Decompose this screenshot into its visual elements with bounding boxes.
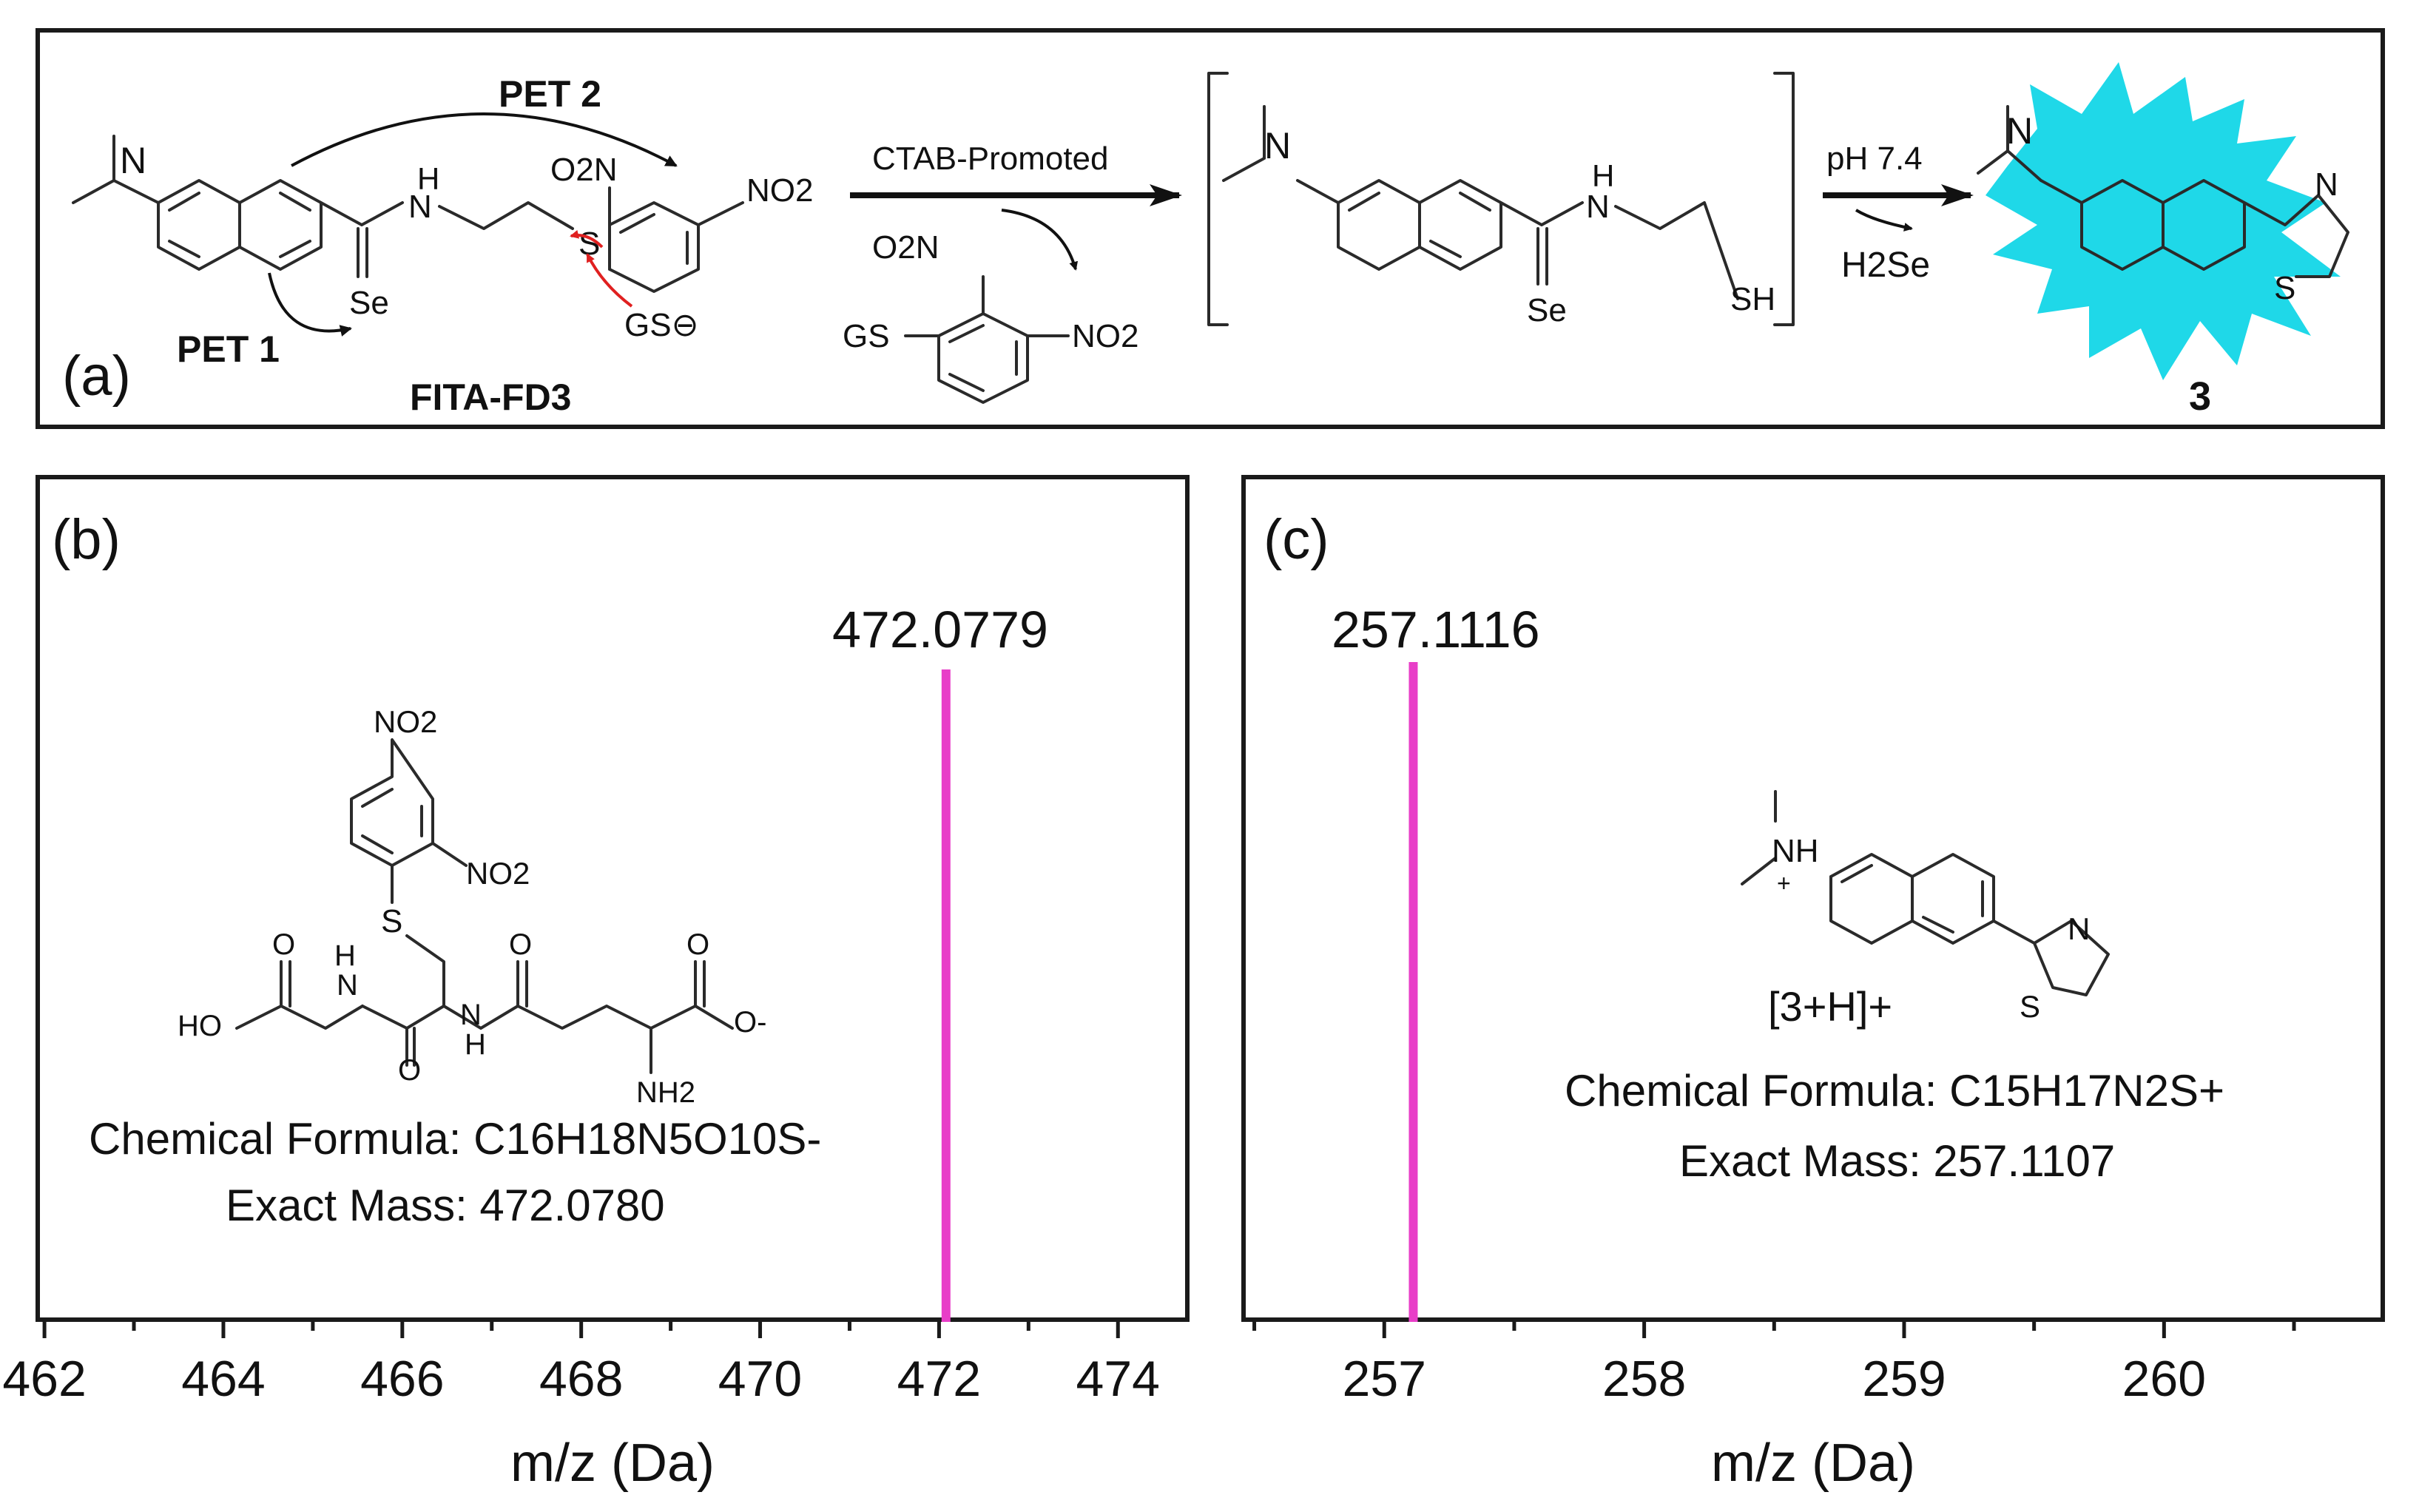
nme2-bonds xyxy=(72,135,160,204)
nitro-bonds xyxy=(608,186,744,226)
leaving-arrow xyxy=(570,229,604,249)
intermediate-structure: N Se N H SH xyxy=(1222,105,1775,328)
x-tick-label: 464 xyxy=(181,1351,265,1407)
int-ring-2 xyxy=(1418,179,1502,271)
x-tick-label: 466 xyxy=(360,1351,444,1407)
product-label: 3 xyxy=(2189,374,2211,419)
byproduct-o2n: O2N xyxy=(872,229,939,266)
prod-ring-2 xyxy=(2162,179,2246,271)
x-tick-label: 462 xyxy=(2,1351,86,1407)
gs-anion: GS⊖ xyxy=(624,307,698,343)
gs-dnb-byproduct: O2N GS NO2 xyxy=(843,229,1138,404)
x-tick-label: 257 xyxy=(1343,1351,1426,1407)
pet2-label: PET 2 xyxy=(499,73,601,115)
spectrum-panel-c xyxy=(1241,475,2385,1322)
int-se-atom: Se xyxy=(1527,292,1567,328)
bracket-right xyxy=(1773,72,1795,326)
probe-name: FITA-FD3 xyxy=(410,377,571,418)
int-nme-bonds xyxy=(1222,105,1266,182)
x-axis-label: m/z (Da) xyxy=(510,1434,715,1493)
x-tick-label: 260 xyxy=(2122,1351,2206,1407)
x-tick-label: 259 xyxy=(1862,1351,1946,1407)
product-structure: N N S xyxy=(1977,105,2349,306)
step2-condition: pH 7.4 xyxy=(1826,141,1923,177)
panel-a-label: (a) xyxy=(62,345,131,408)
x-tick-label: 474 xyxy=(1076,1351,1160,1407)
x-tick-label: 470 xyxy=(718,1351,802,1407)
probe-n2-atom: N xyxy=(408,189,432,225)
probe-structure: N Se N H S O2N NO2 GS⊖ xyxy=(72,135,813,343)
h2se-arrow xyxy=(1855,209,1913,232)
int-sh: SH xyxy=(1730,281,1775,317)
int-h-atom: H xyxy=(1592,158,1614,193)
x-tick-label: 468 xyxy=(539,1351,623,1407)
spectrum-panel-b xyxy=(36,475,1190,1322)
int-n-atom: N xyxy=(1264,125,1291,166)
prod-ring-1 xyxy=(2040,179,2165,271)
int-n2-atom: N xyxy=(1586,189,1610,225)
prod-thiazoline xyxy=(2243,194,2349,278)
x-axis-label: m/z (Da) xyxy=(1711,1434,1915,1493)
ethyl-linker xyxy=(438,201,574,230)
reaction-scheme: (a) N Se N H S O2N NO2 GS⊖ PET 2 PET 1 F… xyxy=(62,62,2349,419)
scheme-panel-a: (a) N Se N H S O2N NO2 GS⊖ PET 2 PET 1 F… xyxy=(36,28,2385,429)
step1-label: CTAB-Promoted xyxy=(872,141,1109,177)
attack-arrow xyxy=(586,253,633,308)
dnp-double-bonds xyxy=(608,213,689,271)
byproduct-arrow xyxy=(1001,209,1079,271)
probe-no2: NO2 xyxy=(746,172,813,209)
probe-n-atom: N xyxy=(120,140,146,181)
x-tick-label: 472 xyxy=(897,1351,981,1407)
prod-thiazoline-s: S xyxy=(2274,270,2295,306)
int-ethyl xyxy=(1614,201,1739,300)
naphthalene-ring-2 xyxy=(238,179,323,271)
byproduct-double-bonds xyxy=(948,324,1018,392)
step2-byproduct: H2Se xyxy=(1841,246,1930,285)
probe-se-atom: Se xyxy=(349,285,389,321)
prod-n-atom: N xyxy=(2006,110,2033,152)
x-tick-label: 258 xyxy=(1602,1351,1686,1407)
thioamide-bonds xyxy=(320,201,404,226)
int-thioamide xyxy=(1499,201,1584,226)
pet1-label: PET 1 xyxy=(177,328,280,370)
bracket-left xyxy=(1207,72,1229,326)
naphthalene-double-bonds xyxy=(168,192,311,258)
probe-o2n: O2N xyxy=(550,152,617,188)
pet2-arrow xyxy=(291,112,678,167)
byproduct-no2: NO2 xyxy=(1072,318,1138,354)
cse-double-bond xyxy=(357,227,368,278)
prod-thiazoline-n: N xyxy=(2315,166,2338,203)
byproduct-substituent-bonds xyxy=(904,275,1070,337)
int-cse-double xyxy=(1536,227,1548,286)
pet1-arrow xyxy=(268,272,352,337)
probe-h-atom: H xyxy=(417,161,439,196)
int-double-bonds xyxy=(1348,192,1491,258)
prod-nme-bonds xyxy=(1977,105,2042,182)
byproduct-gs: GS xyxy=(843,318,890,354)
int-ring-1 xyxy=(1296,179,1421,271)
